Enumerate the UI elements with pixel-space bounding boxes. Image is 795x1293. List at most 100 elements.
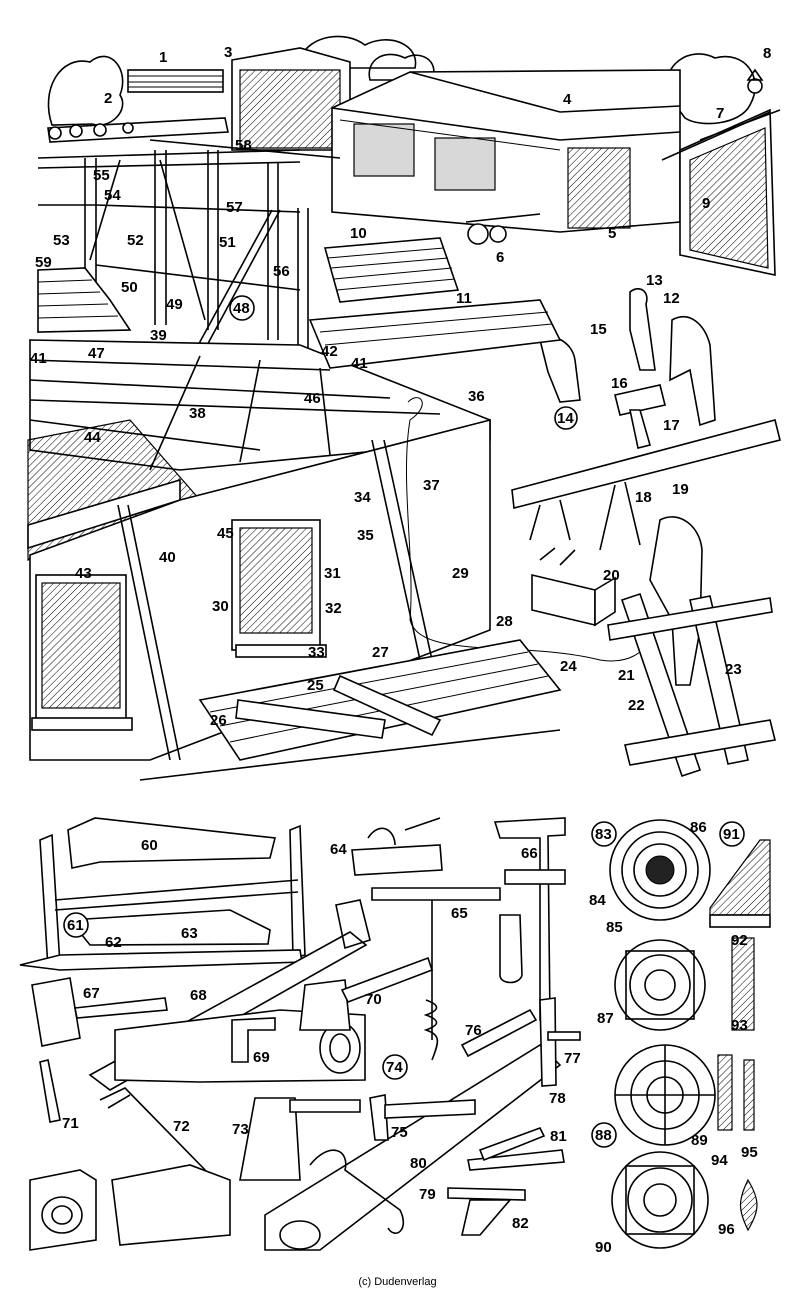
label-38: 38	[189, 405, 206, 422]
carpenters-square	[447, 1187, 526, 1201]
label-84: 84	[589, 892, 606, 909]
drawknife	[309, 1149, 405, 1234]
label-16: 16	[611, 375, 628, 392]
label-39: 39	[150, 327, 167, 344]
label-70: 70	[365, 991, 382, 1008]
ring-74	[382, 1054, 408, 1080]
copyright-credit: (c) Dudenverlag	[358, 1276, 437, 1288]
label-43: 43	[75, 565, 92, 582]
label-93: 93	[731, 1017, 748, 1034]
label-49: 49	[166, 296, 183, 313]
label-37: 37	[423, 477, 440, 494]
label-63: 63	[181, 925, 198, 942]
clamp-handle	[499, 914, 523, 984]
log-end-section	[709, 839, 771, 916]
quarter-sawn-section	[614, 1044, 716, 1146]
label-83: 83	[595, 826, 612, 843]
ring-83	[591, 821, 617, 847]
label-61: 61	[67, 917, 84, 934]
label-10: 10	[350, 225, 367, 242]
tenon-saw	[68, 909, 271, 946]
label-85: 85	[606, 919, 623, 936]
tree	[299, 35, 417, 69]
label-52: 52	[127, 232, 144, 249]
label-4: 4	[563, 91, 572, 108]
label-89: 89	[691, 1132, 708, 1149]
auger	[371, 887, 501, 1061]
bow-saw	[19, 949, 303, 971]
chisel-and-block	[29, 1059, 97, 1251]
marking-gauge	[539, 997, 557, 1087]
board-section	[717, 1054, 733, 1131]
tree	[665, 53, 756, 125]
label-95: 95	[741, 1144, 758, 1161]
tree	[368, 53, 435, 81]
label-40: 40	[159, 549, 176, 566]
label-59: 59	[35, 254, 52, 271]
label-56: 56	[273, 263, 290, 280]
label-79: 79	[419, 1186, 436, 1203]
beam-section	[731, 937, 755, 1031]
sliding-bevel	[467, 1149, 565, 1171]
plank-section	[739, 1178, 758, 1232]
label-45: 45	[217, 525, 234, 542]
label-81: 81	[550, 1128, 567, 1145]
plane	[351, 844, 443, 876]
label-26: 26	[210, 712, 227, 729]
label-67: 67	[83, 985, 100, 1002]
tree	[47, 55, 124, 126]
prop	[117, 504, 171, 761]
hatchet	[239, 1097, 301, 1181]
label-36: 36	[468, 388, 485, 405]
label-72: 72	[173, 1118, 190, 1135]
label-6: 6	[496, 249, 504, 266]
label-44: 44	[84, 429, 101, 446]
mallet	[31, 977, 168, 1047]
label-2: 2	[104, 90, 112, 107]
prop	[383, 439, 433, 661]
label-90: 90	[595, 1239, 612, 1256]
label-60: 60	[141, 837, 158, 854]
label-76: 76	[465, 1022, 482, 1039]
label-32: 32	[325, 600, 342, 617]
label-24: 24	[560, 658, 577, 675]
label-71: 71	[62, 1115, 79, 1132]
try-square	[231, 1017, 276, 1063]
house-wall	[29, 418, 491, 761]
label-25: 25	[307, 677, 324, 694]
label-8: 8	[763, 45, 771, 62]
toolbox	[531, 547, 616, 627]
tools-panel	[19, 817, 771, 1251]
label-94: 94	[711, 1152, 728, 1169]
label-66: 66	[521, 845, 538, 862]
label-51: 51	[219, 234, 236, 251]
ground-lumber	[139, 639, 562, 781]
label-88: 88	[595, 1127, 612, 1144]
lumber-shed	[661, 68, 781, 276]
label-64: 64	[330, 841, 347, 858]
ring-88	[591, 1122, 617, 1148]
log-cross-section	[609, 819, 711, 921]
label-20: 20	[603, 567, 620, 584]
label-33: 33	[308, 644, 325, 661]
label-68: 68	[190, 987, 207, 1004]
label-82: 82	[512, 1215, 529, 1232]
label-41b: 41	[351, 355, 368, 372]
ring-61	[63, 912, 89, 938]
label-57: 57	[226, 199, 243, 216]
ring-14	[554, 406, 578, 430]
prop	[371, 439, 421, 661]
label-69: 69	[253, 1049, 270, 1066]
squared-log-section	[614, 939, 706, 1031]
label-58: 58	[235, 137, 252, 154]
label-62: 62	[105, 934, 122, 951]
floor-beams	[308, 299, 666, 449]
beam-on-trestles	[511, 419, 781, 551]
board-section	[743, 1059, 755, 1131]
handsaw	[67, 817, 276, 869]
hand-cart	[465, 213, 541, 245]
label-12: 12	[663, 290, 680, 307]
board-stack	[323, 237, 460, 303]
workers	[539, 288, 716, 686]
label-73: 73	[232, 1121, 249, 1138]
